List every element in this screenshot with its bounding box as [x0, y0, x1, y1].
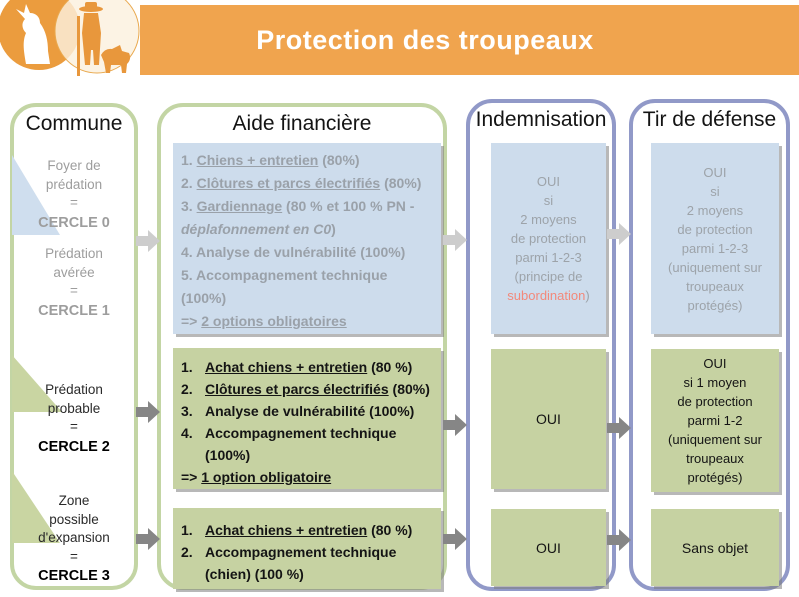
condition-text: OUI si 2 moyens de protection parmi 1-2-…: [668, 164, 762, 313]
zone-cercle-2: Prédation probable = CERCLE 2: [14, 381, 134, 456]
list-footer: => 2 options obligatoires: [181, 313, 347, 329]
cercle0-triangle-icon: [12, 155, 60, 235]
column-title-aide: Aide financière: [232, 112, 372, 135]
list-footer: => 1 option obligatoire: [181, 469, 332, 485]
list-item: 3.Analyse de vulnérabilité (100%): [181, 403, 415, 419]
list-item: 2. Clôtures et parcs électrifiés (80%): [181, 175, 422, 191]
arrow-right-icon: [607, 417, 631, 439]
column-title-commune: Commune: [25, 112, 123, 135]
list-item: 1. Chiens + entretien (80%): [181, 152, 360, 168]
column-aide-financiere: Aide financière 1. Chiens + entretien (8…: [157, 103, 447, 590]
zone-label: Foyer de prédation =: [45, 158, 103, 210]
tir-box-cercle0-1: OUI si 2 moyens de protection parmi 1-2-…: [651, 143, 779, 334]
list-item: 4.Accompagnement technique (100%): [181, 425, 397, 463]
column-title-indemnisation: Indemnisation: [475, 108, 607, 131]
cercle3-triangle-icon: [12, 471, 60, 543]
zone-label: Zone possible d'expansion =: [38, 493, 110, 564]
arrow-right-icon: [136, 230, 160, 252]
indemnisation-box-cercle3: OUI: [491, 509, 606, 586]
tir-box-cercle2: OUI si 1 moyen de protection parmi 1-2 (…: [651, 349, 779, 492]
arrow-right-icon: [443, 229, 467, 251]
zone-label: Prédation probable =: [45, 382, 103, 434]
cercle2-triangle-icon: [12, 355, 62, 412]
indemnisation-box-cercle2: OUI: [491, 349, 606, 489]
arrow-right-icon: [443, 528, 467, 550]
aide-box-cercle0-1: 1. Chiens + entretien (80%) 2. Clôtures …: [173, 143, 441, 334]
arrow-right-icon: [136, 401, 160, 423]
cercle-label: CERCLE 3: [38, 568, 110, 584]
header-banner: Protection des troupeaux: [140, 5, 799, 75]
list-item: (100%): [181, 290, 227, 306]
cercle-label: CERCLE 2: [38, 438, 110, 455]
list-item: 5. Accompagnement technique: [181, 267, 388, 283]
shepherd-icon: [77, 2, 131, 76]
arrow-right-icon: [443, 414, 467, 436]
condition-text: OUI si 2 moyens de protection parmi 1-2-…: [510, 174, 587, 284]
zone-cercle-0: Foyer de prédation = CERCLE 0: [14, 157, 134, 232]
aide-box-cercle3: 1.Achat chiens + entretien (80 %) 2.Acco…: [173, 508, 441, 589]
list-item: 4. Analyse de vulnérabilité (100%): [181, 244, 406, 260]
list-item: 3. Gardiennage (80 % et 100 % PN -: [181, 198, 415, 214]
column-tir-de-defense: Tir de défense OUI si 2 moyens de protec…: [629, 99, 790, 591]
column-title-tir: Tir de défense: [642, 108, 777, 131]
wolf-shepherd-logo: [0, 0, 140, 76]
status-text: OUI: [536, 539, 561, 556]
zone-cercle-1: Prédation avérée = CERCLE 1: [14, 245, 134, 320]
status-text: Sans objet: [681, 539, 749, 556]
indemnisation-box-cercle0-1: OUI si 2 moyens de protection parmi 1-2-…: [491, 143, 606, 334]
arrow-right-icon: [607, 223, 631, 245]
list-item: 1.Achat chiens + entretien (80 %): [181, 522, 413, 538]
aide-box-cercle2: 1.Achat chiens + entretien (80 %) 2.Clôt…: [173, 348, 441, 489]
list-item: 2.Clôtures et parcs électrifiés (80%): [181, 381, 430, 397]
tir-box-cercle3: Sans objet: [651, 509, 779, 586]
list-item: 1.Achat chiens + entretien (80 %): [181, 359, 413, 375]
condition-text: OUI si 1 moyen de protection parmi 1-2 (…: [668, 356, 762, 485]
page-title: Protection des troupeaux: [256, 25, 594, 55]
column-indemnisation: Indemnisation OUI si 2 moyens de protect…: [466, 99, 616, 591]
status-text: OUI: [536, 411, 561, 427]
list-item: 2.Accompagnement technique (chien) (100 …: [181, 544, 397, 582]
zone-cercle-3: Zone possible d'expansion = CERCLE 3: [14, 492, 134, 586]
column-commune: Commune Foyer de prédation = CERCLE 0 Pr…: [10, 103, 138, 590]
cercle-label: CERCLE 1: [38, 302, 110, 319]
condition-accent-line: subordination): [507, 288, 590, 303]
cercle-label: CERCLE 0: [38, 214, 110, 231]
zone-label: Prédation avérée =: [45, 246, 103, 298]
arrow-right-icon: [607, 529, 631, 551]
wolf-icon: [16, 4, 50, 64]
list-item: déplafonnement en C0): [181, 221, 336, 237]
arrow-right-icon: [136, 528, 160, 550]
